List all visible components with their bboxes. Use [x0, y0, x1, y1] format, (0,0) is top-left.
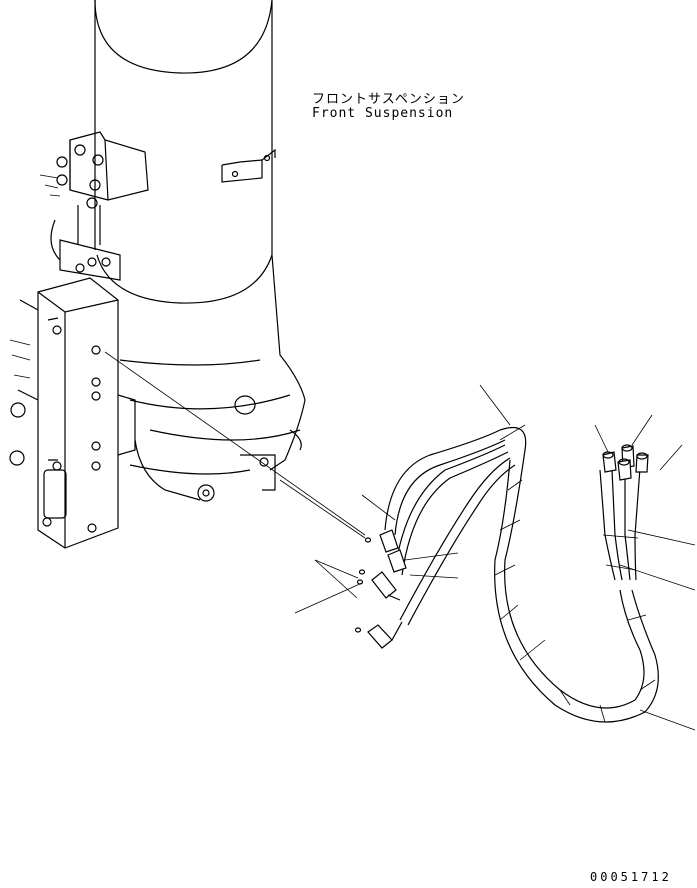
mid-bracket — [50, 219, 121, 281]
part-name-japanese: フロントサスペンション — [312, 92, 465, 107]
suspension-cylinder — [94, 0, 273, 304]
suspension-housing — [99, 254, 306, 502]
hose-fittings-right — [602, 444, 649, 481]
manifold-block — [9, 277, 136, 549]
drawing-number: 00051712 — [590, 870, 672, 884]
o-rings — [354, 537, 372, 633]
hydraulic-hoses — [384, 424, 659, 723]
part-name-english: Front Suspension — [312, 106, 454, 121]
hose-fittings-left — [367, 529, 407, 649]
cylinder-clamp — [221, 148, 276, 183]
upper-valve-block — [39, 131, 149, 245]
